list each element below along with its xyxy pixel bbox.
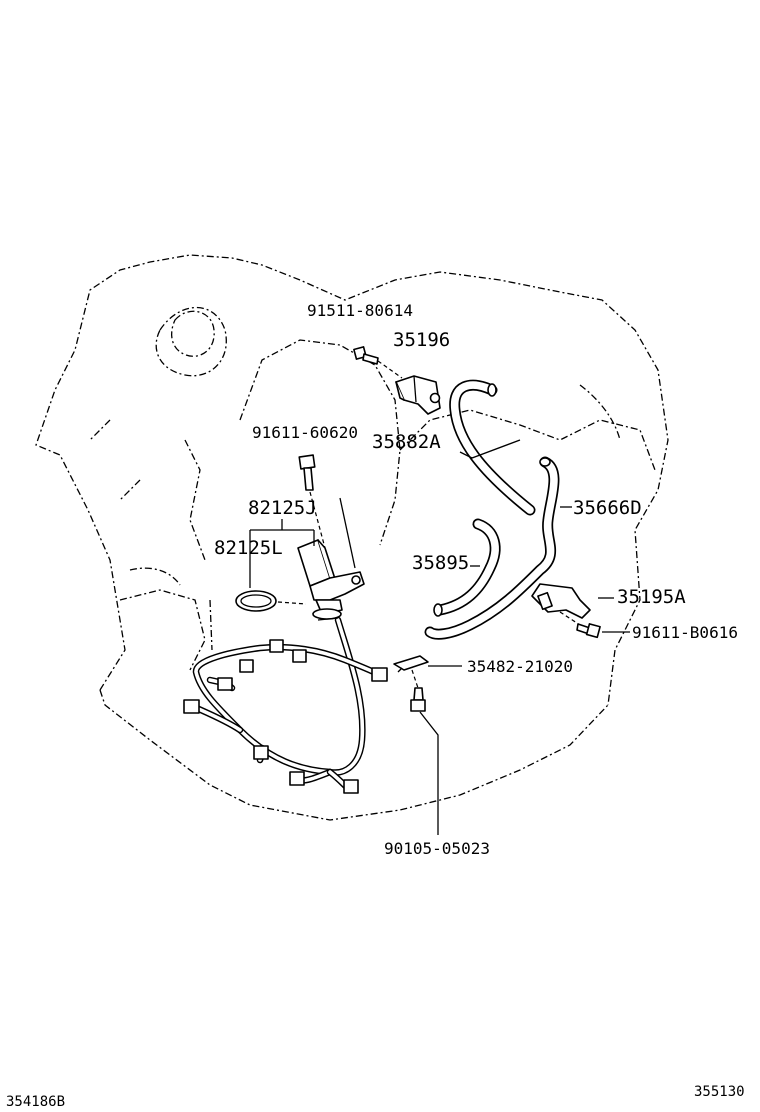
label-hose-lower: 35895 <box>412 552 469 574</box>
label-bracket-top: 35196 <box>393 329 450 351</box>
clamp-35195A[interactable] <box>531 583 591 626</box>
part-labels: 91511-80614 35196 91611-60620 35882A 821… <box>214 301 738 858</box>
bracket-35196[interactable] <box>395 375 441 415</box>
footer-left-code: 354186B <box>6 1094 65 1110</box>
label-clip: 35482-21020 <box>467 657 573 676</box>
sensor-82125J[interactable] <box>297 539 365 621</box>
wire-harness[interactable] <box>188 616 382 794</box>
hose-35895[interactable] <box>433 518 501 617</box>
bolt-91611-B0616[interactable] <box>576 623 601 639</box>
bolt-91611-60620[interactable] <box>298 454 326 549</box>
footer-right-code: 355130 <box>694 1084 745 1100</box>
label-clamp-right: 35195A <box>617 586 686 608</box>
label-oring: 82125L <box>214 537 283 559</box>
leader-lines <box>249 439 630 835</box>
label-sensor: 82125J <box>248 497 317 519</box>
oring-82125L[interactable] <box>235 590 307 612</box>
harness-connectors <box>183 639 388 794</box>
footer-codes: 354186B 355130 <box>6 1084 745 1110</box>
hose-35882A[interactable] <box>449 379 536 516</box>
label-bolt-top: 91511-80614 <box>307 301 413 320</box>
clip-35482-21020[interactable] <box>393 655 429 689</box>
hose-35666D[interactable] <box>424 456 560 640</box>
bolt-90105-05023[interactable] <box>410 687 426 712</box>
label-bolt-bottom: 90105-05023 <box>384 839 490 858</box>
bolt-91511-80614[interactable] <box>353 346 403 379</box>
label-hose-right: 35666D <box>573 497 642 519</box>
label-bolt-right: 91611-B0616 <box>632 623 738 642</box>
label-bolt-sensor: 91611-60620 <box>252 423 358 442</box>
transmission-housing-outline <box>35 254 669 821</box>
label-hose-upper: 35882A <box>372 431 441 453</box>
